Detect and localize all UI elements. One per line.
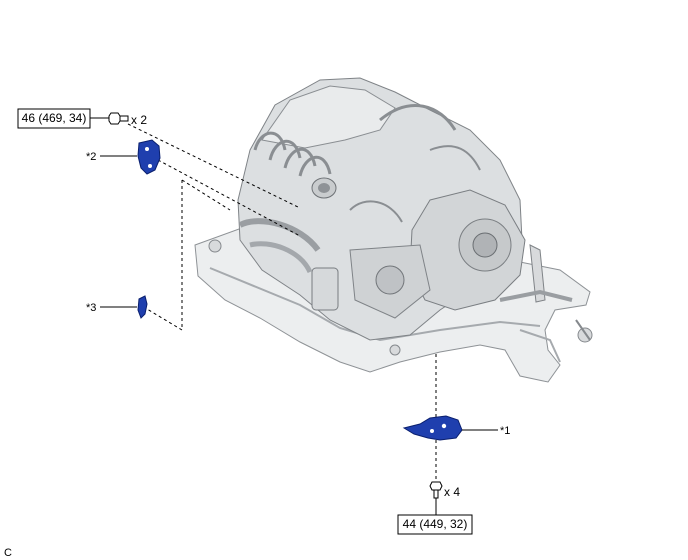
lower-bolt-quantity: x 4 (444, 485, 460, 499)
upper-bolt-icon (108, 112, 129, 125)
svg-text:*1: *1 (500, 425, 510, 437)
svg-text:*2: *2 (86, 151, 96, 163)
svg-text:*3: *3 (86, 302, 96, 314)
engine-assembly-illustration (194, 77, 593, 383)
figure-code: C (4, 547, 12, 559)
lower-torque-value: 44 (449, 32) (403, 517, 468, 531)
callout-part-2: *2 (86, 151, 137, 163)
leader-lines (127, 123, 437, 480)
part-2-bracket-icon (137, 139, 161, 175)
part-3-clip-icon (137, 295, 148, 319)
upper-torque-value: 46 (469, 34) (22, 111, 87, 125)
part-1-mount-bracket-icon (402, 415, 463, 441)
lower-bolt-icon (429, 481, 443, 499)
upper-bolt-quantity: x 2 (131, 113, 147, 127)
callout-part-1: *1 (462, 425, 510, 437)
upper-torque-spec: 46 (469, 34) (17, 108, 110, 129)
lower-torque-spec: 44 (449, 32) (397, 514, 473, 535)
callout-part-3: *3 (86, 302, 137, 314)
